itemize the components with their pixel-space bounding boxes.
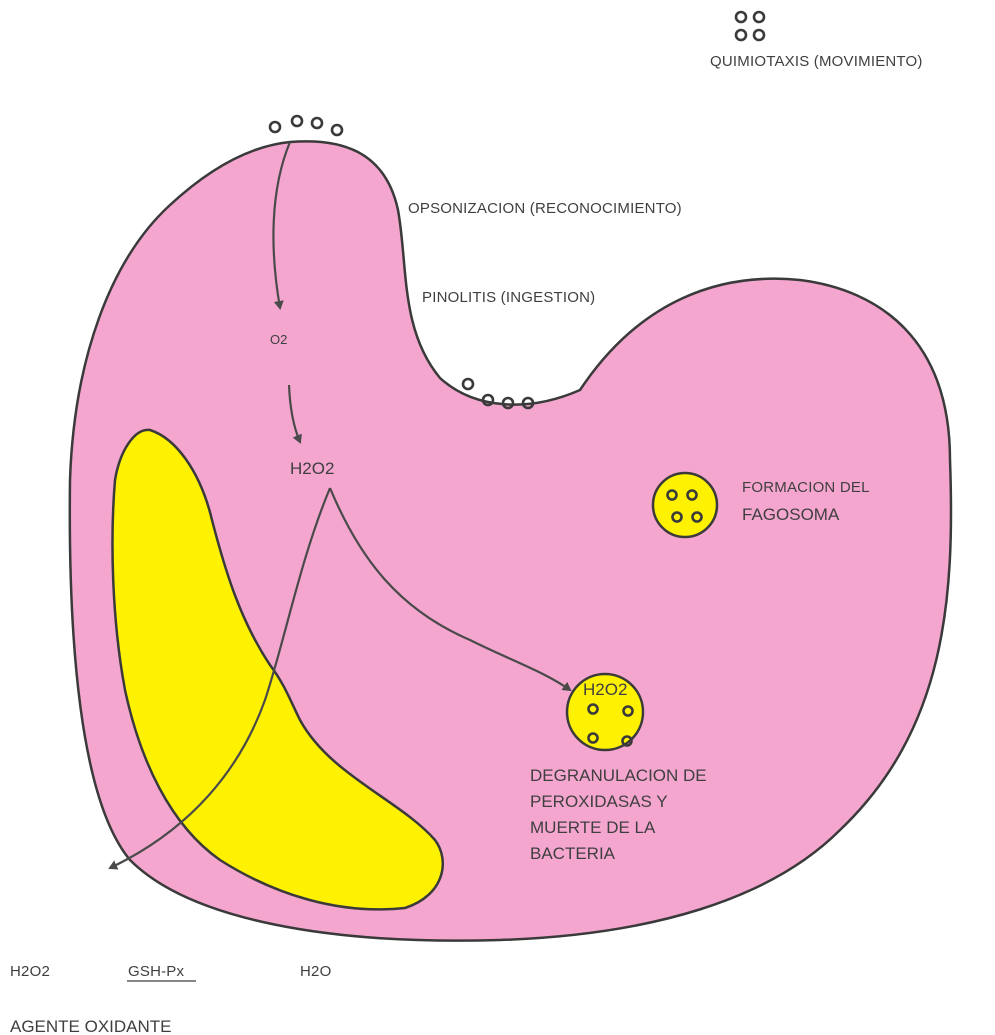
reaction-product: H2O <box>300 963 331 980</box>
label-quimiotaxis: QUIMIOTAXIS (MOVIMIENTO) <box>710 53 923 70</box>
label-degranulacion-2: PEROXIDASAS Y <box>530 792 668 811</box>
chemotaxis-bacteria <box>736 12 764 40</box>
label-formacion-2: FAGOSOMA <box>742 505 840 524</box>
label-agente-oxidante: AGENTE OXIDANTE <box>10 1017 172 1035</box>
reaction-reactant: H2O2 <box>10 963 50 980</box>
label-formacion-1: FORMACION DEL <box>742 479 870 496</box>
reaction-enzyme: GSH-Px <box>128 963 185 980</box>
label-degranulacion-3: MUERTE DE LA <box>530 818 656 837</box>
label-o2: O2 <box>270 332 287 347</box>
label-pinolitis: PINOLITIS (INGESTION) <box>422 289 595 306</box>
opsonized-bacteria <box>270 116 342 135</box>
label-degranulacion-4: BACTERIA <box>530 844 616 863</box>
label-h2o2-center: H2O2 <box>290 459 334 478</box>
phagosome <box>653 473 717 537</box>
label-degranulacion-1: DEGRANULACION DE <box>530 766 707 785</box>
label-h2o2-vesicle: H2O2 <box>583 680 627 699</box>
label-opsonizacion: OPSONIZACION (RECONOCIMIENTO) <box>408 200 682 217</box>
